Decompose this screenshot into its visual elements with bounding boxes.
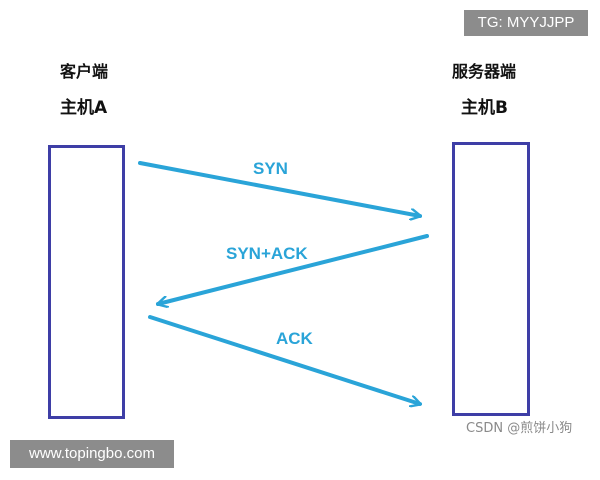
ack-label: ACK: [276, 329, 314, 348]
syn-arrow: [138, 161, 420, 216]
ack-arrow: [148, 315, 420, 404]
syn-label: SYN: [253, 159, 288, 178]
top-right-tag: TG: MYYJJPP: [464, 10, 588, 36]
server-role-label: 服务器端: [452, 62, 517, 81]
client-host-label: 主机A: [60, 98, 108, 118]
server-host-box: [452, 142, 530, 416]
syn-ack-arrow: [158, 234, 429, 304]
client-host-box: [48, 145, 125, 419]
client-role-label: 客户端: [60, 62, 109, 81]
csdn-watermark: CSDN @煎饼小狗: [466, 421, 573, 436]
bottom-left-tag: www.topingbo.com: [10, 440, 174, 468]
server-host-label: 主机B: [461, 98, 508, 118]
syn-ack-label: SYN+ACK: [226, 244, 308, 263]
bottom-tag-text: www.topingbo.com: [29, 445, 155, 462]
top-tag-text: TG: MYYJJPP: [477, 14, 575, 31]
